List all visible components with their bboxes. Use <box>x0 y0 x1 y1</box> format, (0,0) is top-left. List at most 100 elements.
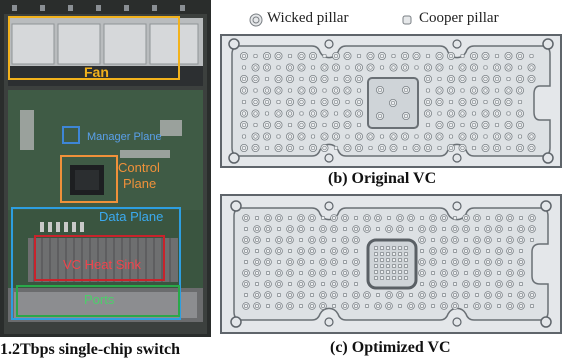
cooper-pillar-icon <box>255 249 259 253</box>
wicked-pillar-icon <box>400 132 409 141</box>
cooper-pillar-icon <box>460 122 465 128</box>
cooper-pillar-icon <box>497 304 501 308</box>
wicked-pillar-core <box>474 303 480 309</box>
wicked-pillar-core <box>253 76 258 82</box>
wicked-pillar-core <box>353 303 359 309</box>
wicked-pillar-core <box>474 248 480 254</box>
wicked-pillar-core <box>494 111 500 116</box>
switch-photo-drawing <box>0 0 211 337</box>
wicked-pillar-icon <box>330 280 338 288</box>
cooper-pillar-icon <box>404 270 408 274</box>
wicked-pillar-core <box>276 111 281 116</box>
cooper-pillar-icon <box>374 264 378 268</box>
cooper-pillar-icon <box>365 304 369 308</box>
wicked-pillar-icon <box>286 109 295 118</box>
wicked-pillar-core <box>309 215 315 221</box>
cooper-pillar-icon <box>322 53 327 59</box>
wicked-pillar-icon <box>446 86 455 95</box>
wicked-pillar-icon <box>423 109 432 118</box>
wicked-pillar-core <box>430 226 436 232</box>
wicked-pillar-core <box>390 100 396 106</box>
wicked-pillar-core <box>322 134 327 139</box>
wicked-pillar-core <box>391 145 396 151</box>
cooper-pillar-icon <box>376 227 380 231</box>
wicked-pillar-core <box>483 53 488 59</box>
original-vc-diagram <box>220 34 562 168</box>
wicked-pillar-icon <box>429 247 437 255</box>
wicked-pillar-icon <box>389 63 398 72</box>
wicked-pillar-icon <box>308 247 316 255</box>
wicked-pillar-icon <box>297 86 306 95</box>
cooper-pillar-icon <box>345 134 350 139</box>
wicked-pillar-icon <box>429 258 437 266</box>
wicked-pillar-icon <box>242 247 250 255</box>
wicked-pillar-icon <box>423 63 432 72</box>
wicked-pillar-core <box>241 76 247 82</box>
wicked-pillar-icon <box>274 51 283 60</box>
cooper-pillar-icon <box>241 99 247 105</box>
cooper-pillar-icon <box>356 122 362 128</box>
original-vc-pillars <box>239 51 536 153</box>
wicked-pillar-core <box>276 248 282 254</box>
wicked-pillar-core <box>254 303 260 309</box>
cooper-pillar-icon <box>414 134 419 139</box>
wicked-pillar-core <box>529 76 534 82</box>
wicked-pillar-core <box>287 99 293 105</box>
cooper-pillar-icon <box>471 76 477 82</box>
wicked-pillar-core <box>356 134 362 139</box>
wicked-pillar-core <box>425 99 431 105</box>
wicked-pillar-core <box>353 292 359 298</box>
wicked-pillar-icon <box>440 280 448 288</box>
wicked-pillar-icon <box>330 291 338 299</box>
cooper-pillar-icon <box>398 252 402 256</box>
wicked-pillar-icon <box>389 132 398 141</box>
wicked-pillar-icon <box>363 225 371 233</box>
wicked-pillar-icon <box>286 144 295 153</box>
wicked-pillar-core <box>471 134 477 139</box>
wicked-pillar-icon <box>239 86 248 95</box>
wicked-pillar-icon <box>429 280 437 288</box>
ports-box <box>16 285 180 317</box>
wicked-pillar-core <box>507 237 513 243</box>
wicked-pillar-icon <box>274 109 283 118</box>
cooper-pillar-icon <box>506 111 511 116</box>
wicked-pillar-core <box>331 292 337 298</box>
wicked-pillar-core <box>529 215 535 221</box>
wicked-pillar-core <box>419 292 425 298</box>
wicked-pillar-core <box>287 270 293 276</box>
wicked-pillar-core <box>322 76 327 82</box>
wicked-pillar-icon <box>515 75 524 84</box>
wicked-pillar-icon <box>396 225 404 233</box>
wicked-pillar-core <box>287 65 293 70</box>
wicked-pillar-icon <box>504 132 513 141</box>
cooper-pillar-icon <box>392 270 396 274</box>
wicked-pillar-icon <box>275 302 283 310</box>
wicked-pillar-icon <box>332 63 341 72</box>
wicked-pillar-icon <box>429 225 437 233</box>
wicked-pillar-core <box>243 248 249 254</box>
wicked-pillar-core <box>287 292 293 298</box>
wicked-pillar-icon <box>264 247 272 255</box>
cooper-pillar-icon <box>392 246 396 250</box>
wicked-pillar-icon <box>418 258 426 266</box>
cooper-pillar-icon <box>431 238 435 242</box>
wicked-pillar-icon <box>440 269 448 277</box>
cooper-pillar-icon <box>332 238 336 242</box>
wicked-pillar-icon <box>469 86 478 95</box>
wicked-pillar-core <box>299 99 304 105</box>
wicked-pillar-core <box>517 122 523 128</box>
cooper-pillar-icon <box>442 293 446 297</box>
wicked-pillar-icon <box>429 214 437 222</box>
wicked-pillar-core <box>345 88 350 93</box>
cooper-pillar-icon <box>299 145 304 151</box>
wicked-pillar-core <box>471 65 477 70</box>
cooper-pillar-icon <box>333 76 339 82</box>
wicked-pillar-core <box>298 226 304 232</box>
cooper-pillar-icon <box>276 134 281 139</box>
wicked-pillar-core <box>518 303 524 309</box>
wicked-pillar-core <box>276 122 281 128</box>
wicked-pillar-icon <box>297 121 306 130</box>
wicked-pillar-icon <box>274 144 283 153</box>
wicked-pillar-icon <box>343 109 352 118</box>
cooper-pillar-icon <box>453 249 457 253</box>
